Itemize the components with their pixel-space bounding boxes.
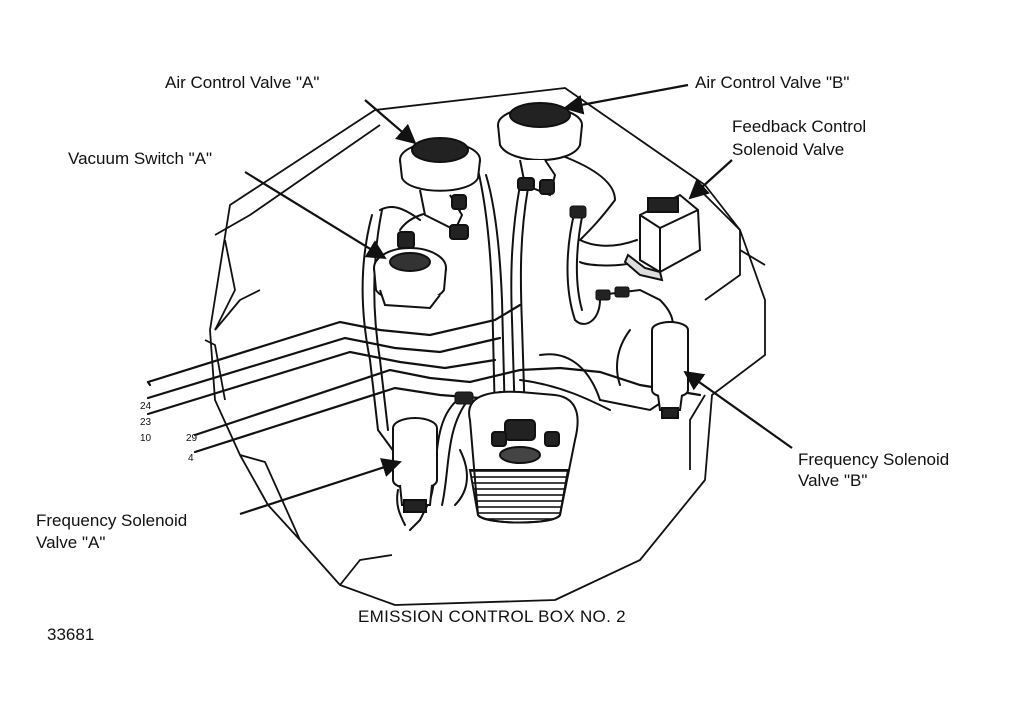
air-control-valve-b [497, 102, 583, 197]
arrow-frequency-solenoid-b [683, 370, 793, 449]
arrow-air-control-valve-a [364, 99, 417, 145]
label-air-control-valve-b: Air Control Valve "B" [695, 73, 850, 92]
figure-number: 33681 [47, 625, 95, 644]
tube-number-29: 29 [186, 433, 198, 444]
label-frequency-solenoid-b-line1: Frequency Solenoid [798, 450, 950, 469]
diagram-caption: EMISSION CONTROL BOX NO. 2 [358, 607, 626, 626]
vacuum-switch-a [373, 231, 447, 310]
tube-number-24: 24 [140, 401, 152, 412]
tube-number-10: 10 [140, 433, 152, 444]
label-frequency-solenoid-b-line2: Valve "B" [798, 471, 868, 490]
leader-arrows [239, 83, 793, 516]
label-feedback-control-line1: Feedback Control [732, 117, 867, 136]
hose-connectors [454, 205, 630, 405]
tube-number-4: 4 [188, 453, 194, 464]
label-vacuum-switch-a: Vacuum Switch "A" [68, 149, 213, 168]
feedback-control-solenoid-valve [623, 193, 702, 282]
arrow-frequency-solenoid-a [239, 458, 402, 516]
arrow-air-control-valve-b [563, 83, 689, 115]
label-air-control-valve-a: Air Control Valve "A" [165, 73, 320, 92]
label-frequency-solenoid-a-line2: Valve "A" [36, 533, 106, 552]
frequency-solenoid-valve-a [392, 417, 438, 513]
frequency-solenoid-valve-b [651, 321, 689, 419]
air-control-valve-a [399, 137, 481, 240]
central-canister [468, 390, 579, 524]
label-feedback-control-line2: Solenoid Valve [732, 140, 845, 159]
arrow-feedback-control-solenoid [688, 159, 733, 200]
arrow-vacuum-switch-a [244, 171, 387, 260]
valve-hoses [361, 154, 674, 531]
tube-number-23: 23 [140, 417, 152, 428]
label-frequency-solenoid-a-line1: Frequency Solenoid [36, 511, 188, 530]
